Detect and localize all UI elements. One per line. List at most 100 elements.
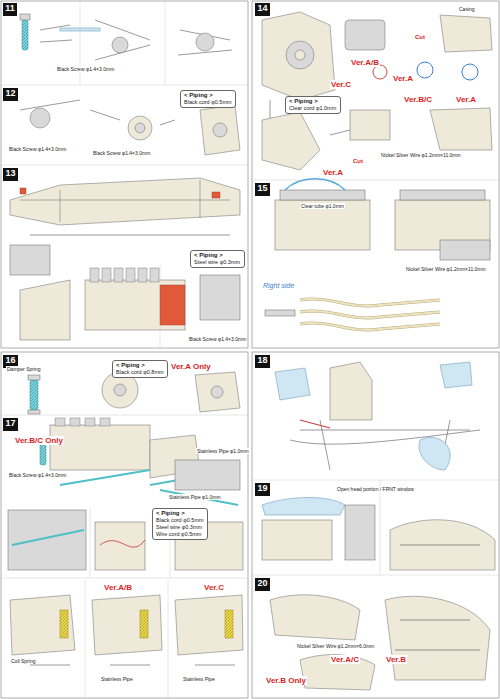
gearbox <box>350 110 390 140</box>
part-note: Black Screw φ1.4×3.0mm <box>56 66 115 72</box>
piping-note: < Piping >Black cord φ0.5mm <box>180 90 236 108</box>
chassis-and-engine <box>20 188 26 194</box>
rear-suspension <box>225 610 233 638</box>
version-label: Ver.A <box>322 168 344 177</box>
chassis-and-engine <box>126 268 135 282</box>
screens-and-frame <box>330 362 372 420</box>
rear-upright <box>114 384 126 396</box>
piping-heading: < Piping > <box>194 252 241 259</box>
step-number: 11 <box>3 3 17 16</box>
screens-and-frame <box>275 362 480 470</box>
step-number: 13 <box>3 168 18 181</box>
gearbox <box>462 64 478 80</box>
rear-upright <box>28 372 240 414</box>
chassis-and-engine <box>85 280 185 330</box>
chassis-and-engine <box>138 268 147 282</box>
part-note: Black Screw φ1.4×3.0mm <box>92 150 151 156</box>
body-cowl <box>300 655 375 690</box>
chassis-and-engine <box>102 268 111 282</box>
gearbox <box>430 108 492 150</box>
chassis-and-engine <box>30 235 230 236</box>
version-label: Ver.B <box>385 655 407 664</box>
screens-and-frame <box>440 362 472 388</box>
step-label: 18 <box>255 355 270 366</box>
piping-note: < Piping >Black cord φ0.8mm <box>112 360 168 378</box>
gearbox <box>262 12 335 100</box>
rear-suspension <box>55 418 65 426</box>
step-label: 12 <box>3 88 18 99</box>
piping-note: < Piping >Black cord φ0.5mmSteel wire φ0… <box>152 508 208 540</box>
front-suspension <box>60 28 100 31</box>
piping-material: Black cord φ0.5mm <box>156 517 204 524</box>
step-number: 19 <box>255 483 270 496</box>
part-note: Black Screw φ1.4×3.0mm <box>8 146 67 152</box>
front-suspension <box>196 33 214 51</box>
piping-material: Wire cord φ0.5mm <box>156 531 204 538</box>
engine-piping <box>300 323 440 330</box>
view-label: Right side <box>262 282 295 290</box>
engine-piping <box>300 299 440 306</box>
part-note: Clear tube φ1.0mm <box>300 203 345 209</box>
version-label: Ver.C <box>330 80 352 89</box>
version-label: Ver.C <box>203 583 225 592</box>
step-label: 17 <box>3 418 18 429</box>
rear-suspension <box>55 418 110 426</box>
screens-and-frame <box>275 368 310 400</box>
part-note: Coil Spring <box>10 658 36 664</box>
gearbox <box>286 41 314 69</box>
piping-heading: < Piping > <box>289 98 337 105</box>
piping-heading: < Piping > <box>116 362 164 369</box>
front-suspension <box>20 14 30 20</box>
rear-suspension <box>8 510 86 570</box>
front-suspension <box>128 116 152 140</box>
version-label: Ver.A/C <box>330 655 360 664</box>
rear-suspension <box>50 425 150 470</box>
version-label: Ver.B Only <box>265 676 307 685</box>
chassis-and-engine <box>114 268 123 282</box>
chassis-and-engine <box>90 268 99 282</box>
front-suspension <box>112 37 128 53</box>
page-panels <box>1 352 248 698</box>
cockpit-body <box>400 545 480 546</box>
screens-and-frame <box>300 420 330 428</box>
chassis-and-engine <box>20 180 230 222</box>
part-note: Stainless Pipe <box>182 676 216 682</box>
front-suspension <box>30 108 50 128</box>
gearbox <box>295 50 305 60</box>
engine-piping <box>440 240 490 260</box>
step-label: 15 <box>255 183 270 194</box>
step-label: 14 <box>255 3 270 14</box>
body-cowl <box>385 596 490 680</box>
engine-piping <box>300 299 440 330</box>
step-label: 19 <box>255 483 270 494</box>
rear-suspension <box>140 610 148 638</box>
version-label: Ver.B/C Only <box>14 436 64 445</box>
part-note: Black Screw φ1.4×3.0mm <box>8 472 67 478</box>
cockpit-body <box>262 498 495 571</box>
step-number: 12 <box>3 88 18 101</box>
gearbox <box>262 12 492 170</box>
version-label: Ver.A/B <box>350 58 380 67</box>
gearbox <box>373 65 387 79</box>
screens-and-frame <box>419 437 450 470</box>
front-suspension <box>200 105 240 155</box>
front-suspension <box>213 123 227 137</box>
step-label: 13 <box>3 168 18 179</box>
rear-upright <box>28 375 40 380</box>
chassis-and-engine <box>10 178 240 340</box>
rear-suspension <box>70 418 80 426</box>
chassis-and-engine <box>200 275 240 320</box>
gearbox <box>262 112 320 170</box>
body-cowl <box>270 595 360 640</box>
step-label: 16 <box>3 355 18 366</box>
engine-piping <box>265 310 295 316</box>
gearbox <box>440 15 492 52</box>
engine-piping <box>300 311 440 318</box>
cut-mark: Cut <box>414 34 426 41</box>
screens-and-frame <box>290 420 480 470</box>
cockpit-body <box>262 520 332 560</box>
engine-piping <box>265 179 490 330</box>
rear-suspension <box>95 522 145 570</box>
version-label: Ver.A/B <box>103 583 133 592</box>
